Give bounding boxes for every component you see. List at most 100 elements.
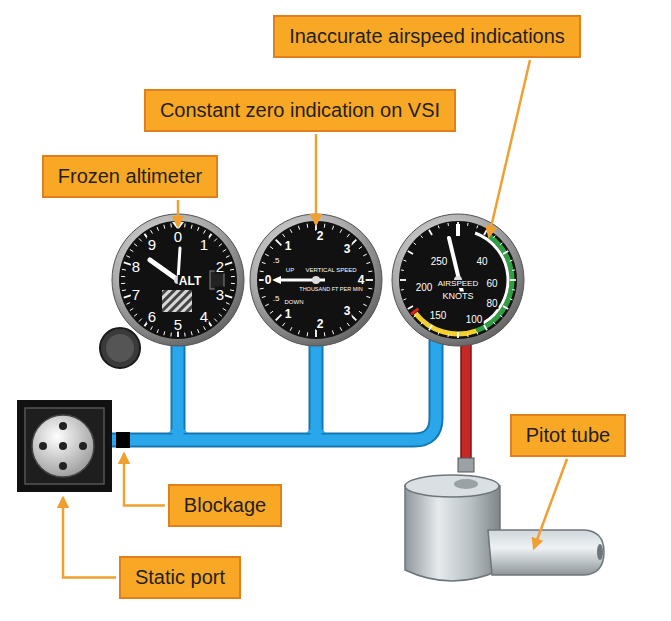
dial-tick (512, 289, 515, 291)
dial-tick (130, 249, 133, 251)
dial-tick (226, 256, 230, 258)
dial-tick (457, 332, 459, 338)
dial-tick (230, 289, 234, 291)
dial-tick (298, 226, 299, 230)
dial-tick (163, 225, 165, 229)
dial-tick (298, 330, 299, 334)
callout-box: Constant zero indication on VSI (144, 89, 456, 132)
leader-line (177, 200, 180, 226)
dial-tick (366, 262, 370, 263)
dial-tick (503, 306, 508, 309)
dial-tick (365, 279, 373, 281)
dial-marking: 0 (173, 229, 183, 244)
leader-line (63, 498, 116, 578)
dial-tick (265, 254, 269, 256)
leader-line (489, 60, 530, 236)
dial-marking: VERTICAL SPEED (304, 267, 357, 273)
dial-tick (408, 251, 413, 254)
dial-tick (223, 249, 226, 251)
dial-tick (122, 289, 126, 291)
leader-line (124, 454, 165, 506)
airspeed-indicator (392, 214, 524, 346)
dial-tick (191, 225, 193, 229)
dial-tick (447, 334, 449, 337)
dial-tick (198, 227, 199, 231)
dial-tick (290, 327, 292, 331)
dial-marking: 3 (215, 287, 225, 302)
dial-tick (139, 238, 142, 241)
dial-marking: 2 (316, 318, 325, 330)
dial-tick (484, 325, 487, 330)
dial-tick (121, 276, 125, 277)
dial-tick (307, 224, 309, 228)
dial-marking: 1 (284, 308, 293, 320)
callout-text: Static port (135, 566, 225, 589)
callout-text: Blockage (184, 494, 266, 517)
dial-tick (231, 283, 235, 284)
dial-tick (467, 223, 469, 226)
dial-marking: 2 (316, 230, 325, 242)
dial-tick (282, 234, 284, 237)
never-exceed-line (411, 309, 418, 314)
dial-marking: 1 (284, 240, 293, 252)
dial-tick (204, 230, 206, 234)
dial-tick (276, 315, 282, 321)
pitot-tube-body (405, 475, 604, 581)
dial-tick (500, 243, 502, 245)
dial-tick (368, 288, 372, 290)
dial-tick (477, 225, 478, 228)
dial-tick (447, 223, 449, 226)
callout-box: Blockage (168, 484, 282, 527)
dial-marking: 7 (131, 287, 141, 302)
dial-tick (401, 289, 404, 291)
dial-marking: 5 (173, 317, 183, 332)
dial-tick (163, 331, 165, 335)
dial-tick (340, 327, 342, 331)
dial-tick (290, 229, 292, 233)
callout-box: Inaccurate airspeed indications (273, 15, 581, 58)
dial-marking: .5 (272, 295, 281, 303)
dial-tick (204, 326, 206, 330)
static-port-plate (17, 400, 112, 492)
dial-tick (351, 315, 357, 321)
dial-marking: THOUSAND FT PER MIN (298, 287, 363, 293)
callout-box: Static port (119, 556, 241, 599)
dial-tick (260, 271, 264, 273)
dial-tick (230, 269, 234, 271)
callout-text: Inaccurate airspeed indications (289, 25, 565, 48)
dial-tick (262, 262, 266, 263)
dial-marking: 80 (485, 299, 498, 309)
dial-tick (512, 269, 515, 271)
dial-tick (260, 288, 264, 290)
dial-tick (366, 296, 370, 297)
dial-marking: 2 (215, 259, 225, 274)
vertical-speed-indicator (250, 214, 382, 346)
dial-tick (351, 240, 357, 246)
dial-tick (363, 304, 367, 306)
dial-tick (315, 329, 317, 337)
dial-marking: 200 (415, 283, 434, 293)
dial-tick (510, 260, 513, 261)
dial-tick (170, 333, 172, 337)
dial-marking: 1 (199, 237, 209, 252)
dial-tick (503, 251, 508, 254)
callout-text: Constant zero indication on VSI (160, 99, 440, 122)
dial-tick (324, 332, 326, 336)
dial-marking: 3 (343, 305, 352, 317)
dial-tick (401, 269, 404, 271)
leader-line (534, 459, 567, 548)
dial-tick (223, 308, 226, 310)
dial-tick (231, 276, 235, 277)
dial-tick (270, 311, 273, 313)
dial-tick (219, 244, 222, 247)
dial-marking: .5 (272, 257, 281, 265)
dial-tick (157, 329, 158, 333)
dial-tick (191, 331, 193, 335)
callout-box: Pitot tube (510, 414, 627, 457)
callout-text: Frozen altimeter (58, 165, 203, 188)
dial-tick (262, 296, 266, 297)
dial-tick (121, 283, 125, 284)
dial-marking: 4 (357, 274, 366, 286)
dial-tick (307, 332, 309, 336)
dial-marking: 3 (343, 243, 352, 255)
